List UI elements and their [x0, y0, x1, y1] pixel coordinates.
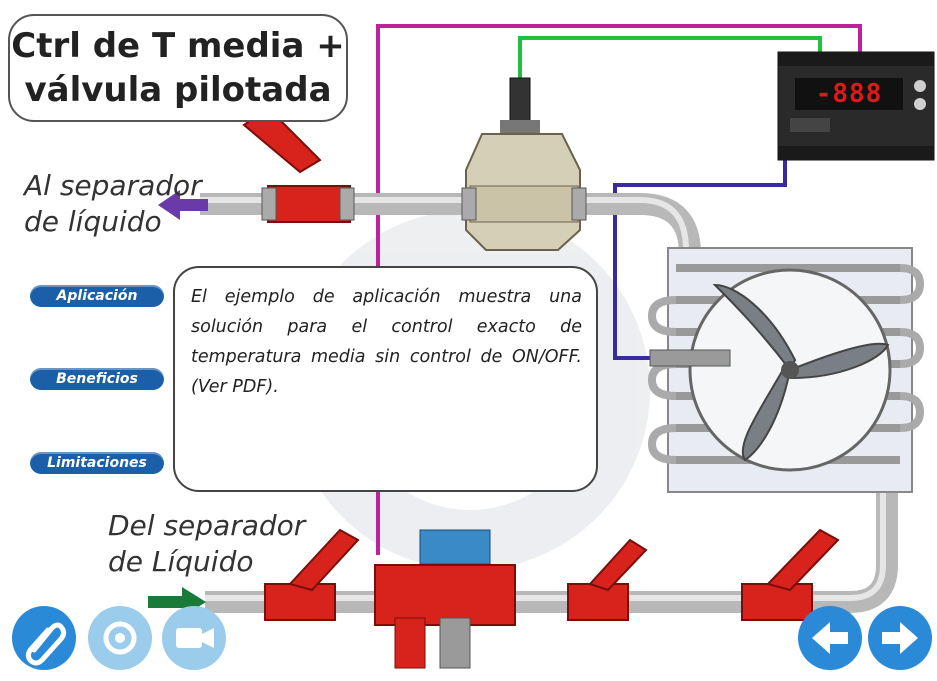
outlet-label-line-1: Al separador: [24, 169, 202, 202]
stop-valve-bottom-2: [567, 538, 648, 621]
video-camera-icon: [176, 628, 214, 648]
inlet-label-line-1: Del separador: [108, 509, 306, 542]
inlet-label: Del separador de Líquido: [108, 508, 305, 580]
arrow-right-icon: [882, 622, 918, 654]
temperature-sensor: [649, 349, 731, 367]
inlet-label-line-2: de Líquido: [108, 545, 254, 578]
controller-display: -888: [795, 78, 903, 110]
stop-valve-bottom-3: [741, 528, 840, 621]
pilot-valve: [461, 77, 587, 251]
tab-beneficios[interactable]: Beneficios: [30, 368, 164, 390]
outlet-label: Al separador de líquido: [24, 168, 202, 240]
tab-aplicacion[interactable]: Aplicación: [30, 285, 164, 307]
info-text: El ejemplo de aplicación muestra una sol…: [191, 287, 582, 397]
email-button[interactable]: [88, 606, 152, 670]
at-sign-icon: [103, 621, 137, 655]
arrow-left-icon: [812, 622, 848, 654]
liquid-pipe: [205, 480, 898, 613]
fan-blades: [712, 283, 890, 462]
main-valve-assembly: [374, 529, 516, 669]
title-line-2: válvula pilotada: [24, 70, 332, 110]
outlet-arrow: [158, 190, 208, 220]
stop-valve-top: [242, 106, 355, 223]
tab-limitaciones[interactable]: Limitaciones: [30, 452, 164, 474]
stop-valve-bottom-1: [264, 528, 360, 621]
outlet-label-line-2: de líquido: [24, 205, 162, 238]
attachment-button[interactable]: [12, 606, 76, 670]
info-panel: El ejemplo de aplicación muestra una sol…: [173, 266, 598, 492]
previous-button[interactable]: [798, 606, 862, 670]
video-button[interactable]: [162, 606, 226, 670]
page-title: Ctrl de T media + válvula pilotada: [8, 14, 348, 122]
evaporator-unit: [647, 247, 925, 493]
title-line-1: Ctrl de T media +: [11, 26, 345, 66]
paperclip-icon: [25, 622, 67, 666]
next-button[interactable]: [868, 606, 932, 670]
